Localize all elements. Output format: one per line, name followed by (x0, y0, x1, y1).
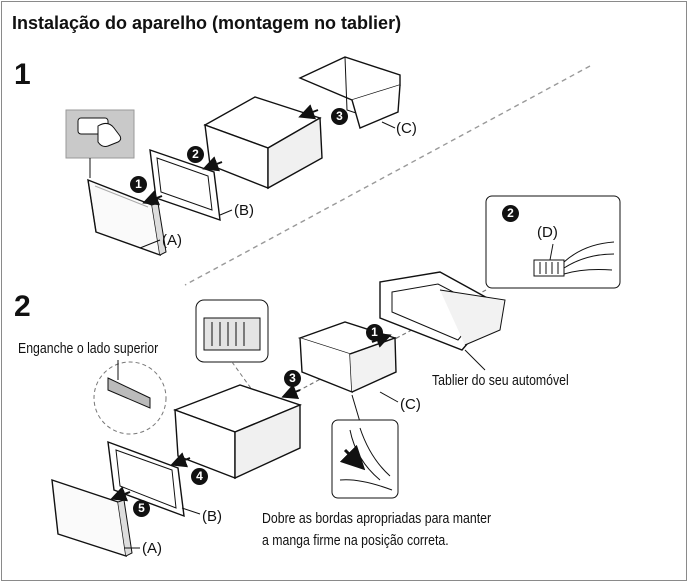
step-divider (184, 65, 591, 286)
callout-step2-5: 5 (133, 500, 150, 517)
callout-step2-1: 1 (366, 324, 383, 341)
unit-step1 (203, 96, 323, 190)
label-b-step1: (B) (234, 202, 254, 219)
label-d: (D) (537, 224, 558, 241)
label-c-step2: (C) (400, 396, 421, 413)
trim-plate-b-step2 (107, 440, 185, 518)
trim-plate-b-step1 (149, 148, 221, 222)
unit-latch-detail (195, 299, 269, 413)
label-a-step2: (A) (142, 540, 162, 557)
callout-step1-2: 2 (187, 146, 204, 163)
sleeve-c-step2 (297, 321, 398, 394)
label-hook-top: Enganche o lado superior (18, 340, 159, 357)
label-b-step2: (B) (202, 508, 222, 525)
label-a-step1: (A) (162, 232, 182, 249)
sleeve-c-step1 (298, 56, 401, 129)
bend-note-line1: Dobre as bordas apropriadas para manter (262, 510, 492, 527)
faceplate-a-step1 (87, 178, 167, 257)
dashboard-opening (379, 271, 506, 371)
connector-d-inset (485, 195, 621, 289)
bend-detail-inset (331, 394, 399, 499)
callout-step2-3: 3 (284, 370, 301, 387)
step-2-number: 2 (14, 290, 31, 323)
callout-step1-1: 1 (130, 176, 147, 193)
label-c-step1: (C) (396, 120, 417, 137)
label-dashboard: Tablier do seu automóvel (432, 372, 569, 389)
faceplate-a-step2 (51, 478, 133, 558)
callout-step1-3: 3 (331, 108, 348, 125)
unit-step2 (173, 384, 302, 480)
page-title: Instalação do aparelho (montagem no tabl… (12, 13, 402, 33)
hook-top-detail (93, 360, 167, 435)
bend-note-line2: a manga firme na posição correta. (262, 532, 449, 549)
callout-step2-4: 4 (191, 468, 208, 485)
callout-step2-2: 2 (502, 205, 519, 222)
step-1-number: 1 (14, 58, 31, 91)
press-button-hand-icon (65, 109, 135, 178)
